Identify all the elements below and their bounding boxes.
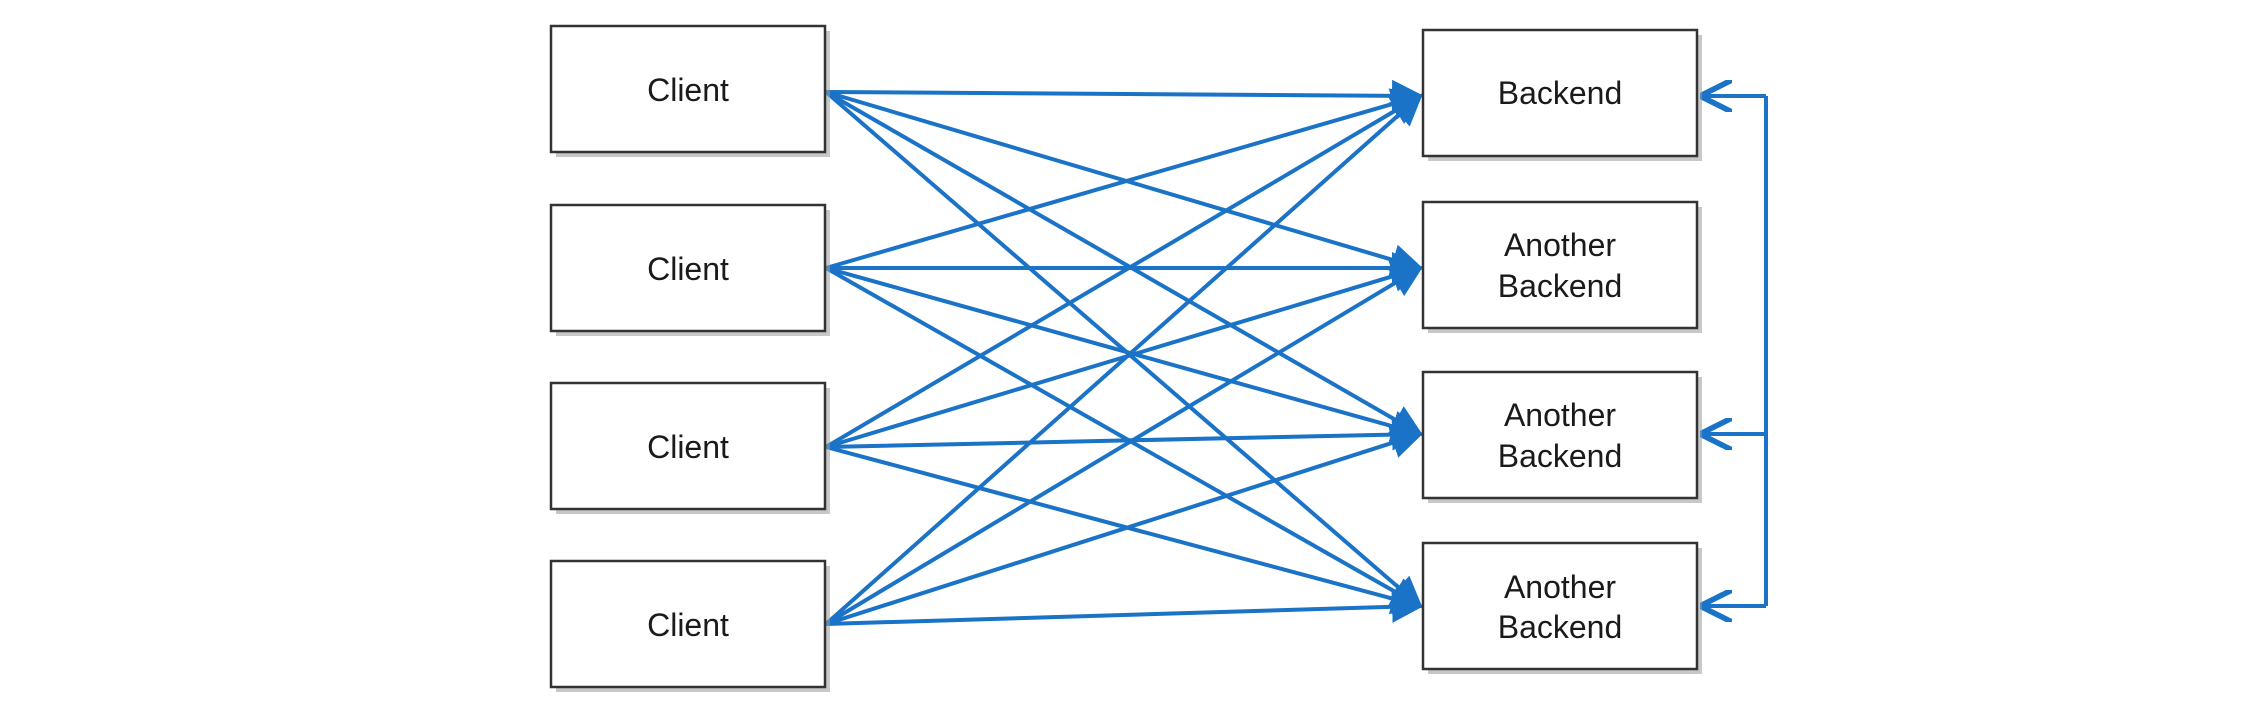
backend-label-line-2: Backend [1498,268,1623,304]
connection-edges [824,79,1424,626]
backend-node: Backend [1421,28,1702,161]
backend-node: Another Backend [1421,370,1702,503]
edge-client-1-to-backend-3 [825,90,1424,436]
backend-label-line-1: Another [1504,569,1616,605]
edge-client-4-to-backend-3 [825,427,1424,626]
edge-client-2-to-backend-4 [825,266,1424,608]
client-node: Client [549,24,830,157]
edge-client-2-to-backend-1 [825,88,1424,270]
backend-label: Backend [1498,75,1623,111]
backend-node: Another Backend [1421,200,1702,333]
client-label: Client [647,251,729,287]
client-node: Client [549,203,830,336]
backend-side-link [1704,96,1768,606]
backend-label-line-1: Another [1504,227,1616,263]
backend-label-line-2: Backend [1498,438,1623,474]
backend-label-line-2: Backend [1498,609,1623,645]
edge-client-4-to-backend-1 [824,93,1423,626]
edge-client-4-to-backend-2 [824,265,1424,626]
client-label: Client [647,72,729,108]
client-node: Client [549,559,830,692]
edge-client-4-to-backend-4 [825,590,1424,626]
edge-client-3-to-backend-4 [825,445,1424,615]
edge-client-1-to-backend-1 [825,79,1424,112]
edge-client-3-to-backend-3 [825,418,1424,451]
backend-node: Another Backend [1421,541,1702,674]
client-node: Client [549,381,830,514]
client-label: Client [647,607,729,643]
edge-client-2-to-backend-3 [825,266,1424,442]
edge-client-3-to-backend-1 [824,93,1424,449]
backend-label-line-1: Another [1504,397,1616,433]
client-label: Client [647,429,729,465]
